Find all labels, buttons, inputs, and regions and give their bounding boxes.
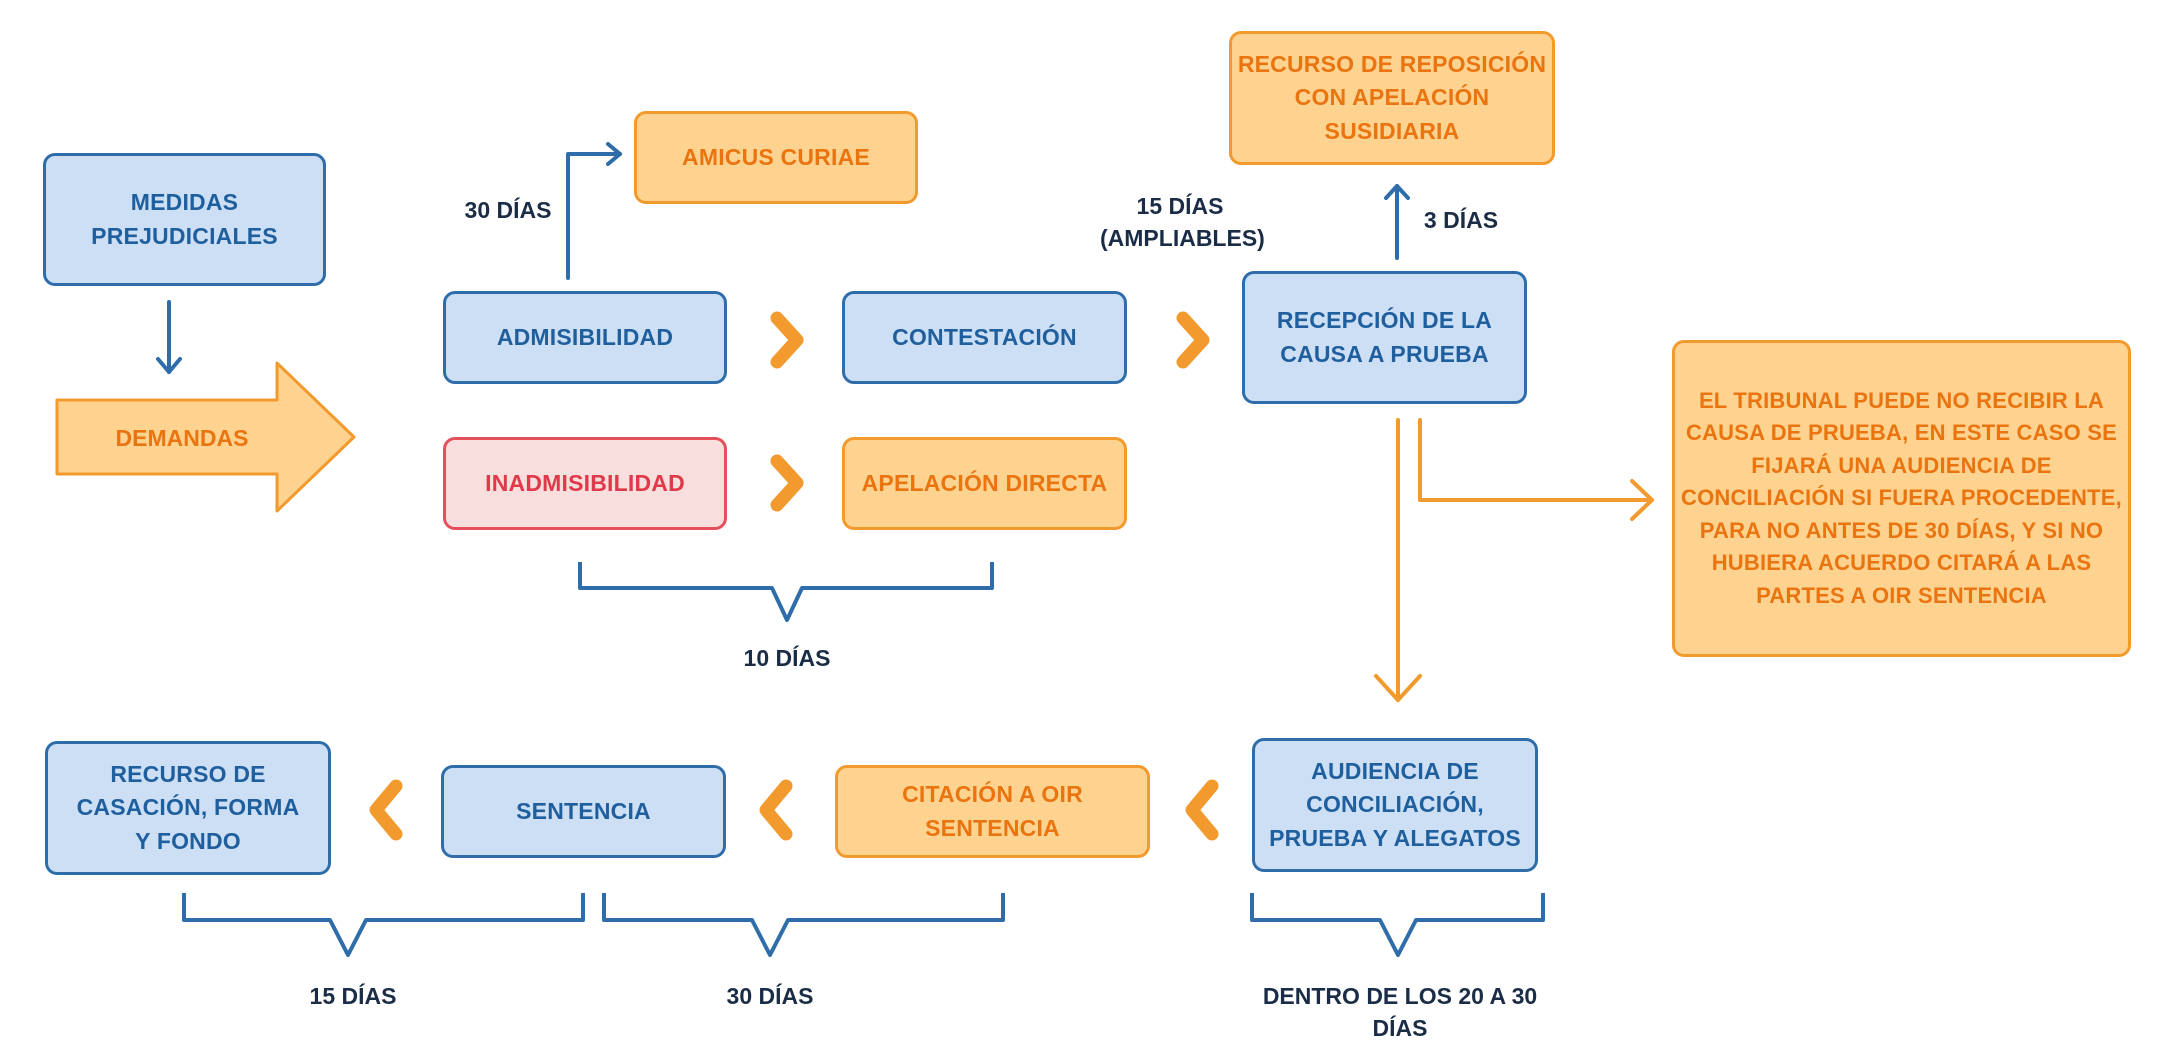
- contestacion-plazo-label: 10 DÍAS: [743, 645, 831, 671]
- reposicion-plazo-label: 3 DÍAS: [1423, 207, 1499, 233]
- tribunal-nota-box: EL TRIBUNAL PUEDE NO RECIBIR LA CAUSA DE…: [1672, 340, 2131, 657]
- arrow-admisibilidad-to-amicus: [566, 142, 622, 280]
- chevron-icon: [770, 454, 804, 512]
- admisibilidad-box: ADMISIBILIDAD: [443, 291, 727, 384]
- demandas-block-arrow: [55, 361, 356, 513]
- arrow-recepcion-to-nota: [1418, 418, 1654, 521]
- audiencia-box: AUDIENCIA DE CONCILIACIÓN, PRUEBA Y ALEG…: [1252, 738, 1538, 872]
- chevron-left-icon: [369, 779, 403, 841]
- inadmisibilidad-box: INADMISIBILIDAD: [443, 437, 727, 530]
- sentencia-box: SENTENCIA: [441, 765, 726, 858]
- brace-20-30-dias: [1250, 893, 1545, 957]
- chevron-left-icon: [1185, 779, 1219, 841]
- chevron-icon: [1176, 311, 1210, 369]
- brace-10-dias: [578, 562, 994, 622]
- citacion-box: CITACIÓN A OIR SENTENCIA: [835, 765, 1150, 858]
- medidas-prejudiciales-box: MEDIDAS PREJUDICIALES: [43, 153, 326, 286]
- demandas-label: DEMANDAS: [115, 425, 249, 451]
- arrow-recepcion-to-audiencia: [1374, 418, 1422, 702]
- chevron-icon: [770, 311, 804, 369]
- recepcion-causa-prueba-box: RECEPCIÓN DE LA CAUSA A PRUEBA: [1242, 271, 1527, 404]
- amicus-curiae-box: AMICUS CURIAE: [634, 111, 918, 204]
- amicus-plazo-label: 30 DÍAS: [464, 197, 552, 223]
- brace-30-dias: [602, 893, 1005, 957]
- apelacion-directa-box: APELACIÓN DIRECTA: [842, 437, 1127, 530]
- casacion-plazo-label: 15 DÍAS: [309, 983, 397, 1009]
- brace-15-dias: [182, 893, 585, 957]
- chevron-left-icon: [759, 779, 793, 841]
- recurso-reposicion-box: RECURSO DE REPOSICIÓN CON APELACIÓN SUSI…: [1229, 31, 1555, 165]
- recepcion-plazo-label: 15 DÍAS (AMPLIABLES): [1100, 193, 1265, 252]
- arrow-medidas-to-demandas: [156, 300, 182, 374]
- contestacion-box: CONTESTACIÓN: [842, 291, 1127, 384]
- arrow-recepcion-to-reposicion: [1384, 184, 1410, 260]
- sentencia-plazo-label: 30 DÍAS: [726, 983, 814, 1009]
- recurso-casacion-box: RECURSO DE CASACIÓN, FORMA Y FONDO: [45, 741, 331, 875]
- audiencia-plazo-label: DENTRO DE LOS 20 A 30 DÍAS: [1262, 983, 1538, 1042]
